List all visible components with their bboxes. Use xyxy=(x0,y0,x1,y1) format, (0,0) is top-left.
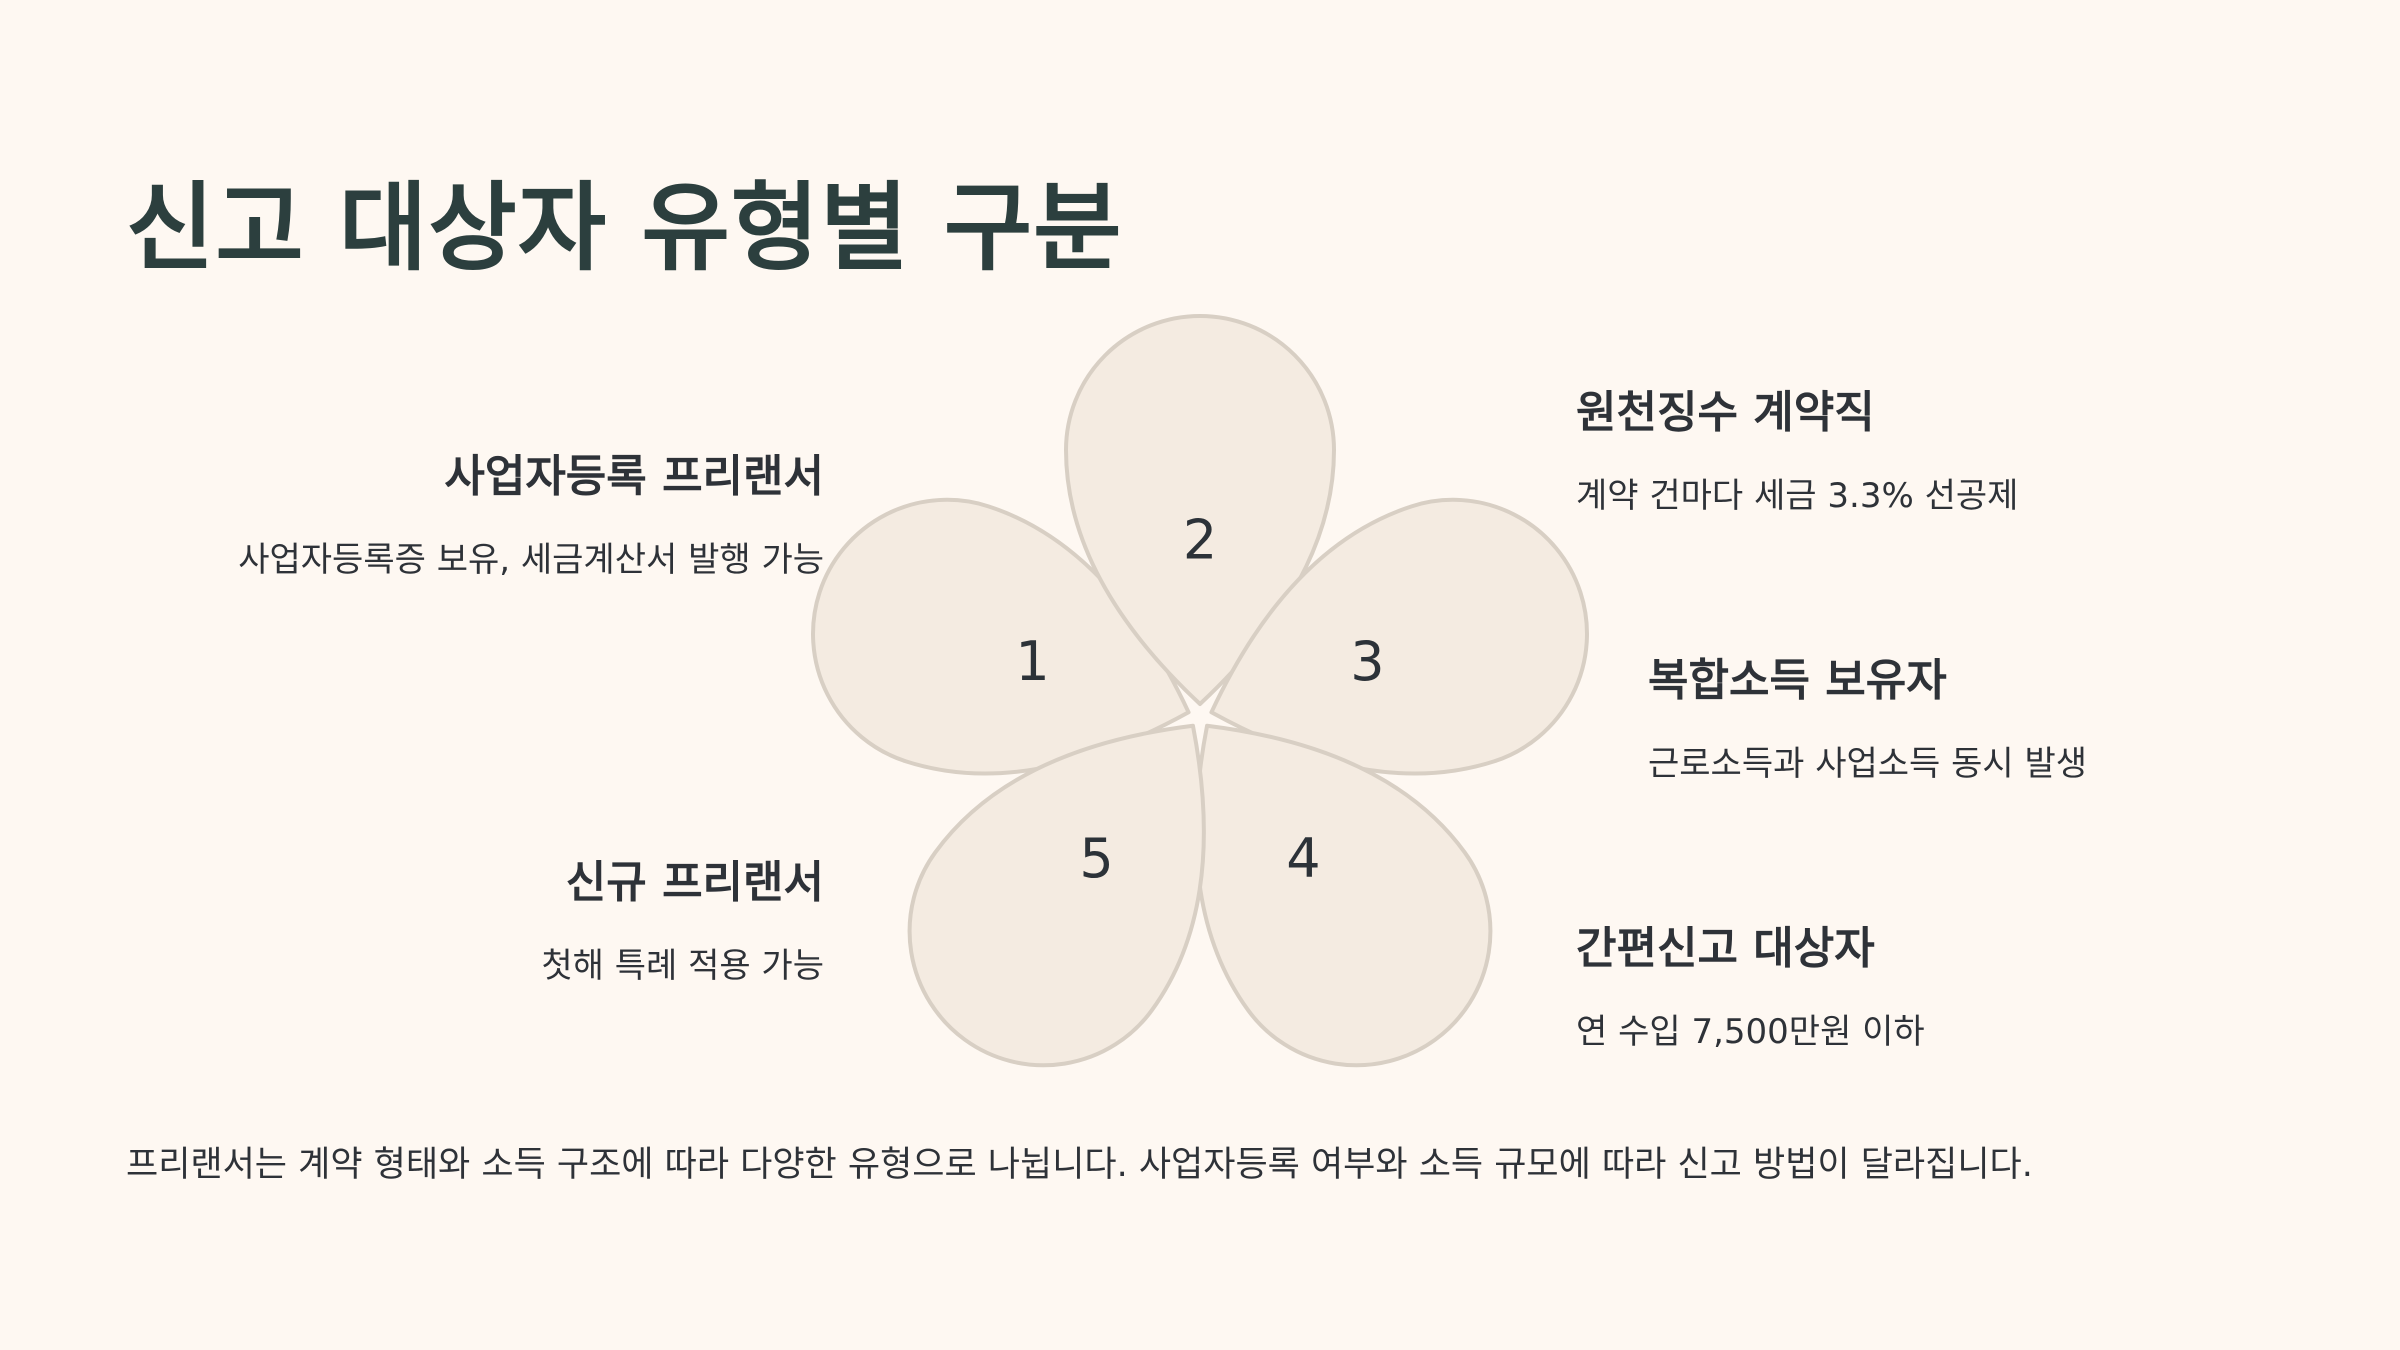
petal-4 xyxy=(1194,723,1493,1068)
petal-2-number: 2 xyxy=(1183,509,1217,572)
item-5-desc: 첫해 특례 적용 가능 xyxy=(541,946,824,986)
petal-5-number: 5 xyxy=(1079,827,1113,890)
item-3-title: 복합소득 보유자 xyxy=(1648,655,1947,706)
item-4-title: 간편신고 대상자 xyxy=(1576,923,1875,974)
petal-4-number: 4 xyxy=(1286,827,1320,890)
item-2-desc: 계약 건마다 세금 3.3% 선공제 xyxy=(1576,476,2019,516)
petal-1-number: 1 xyxy=(1015,630,1049,693)
item-1-title: 사업자등록 프리랜서 xyxy=(444,451,824,502)
petal-5 xyxy=(907,723,1206,1068)
item-5-title: 신규 프리랜서 xyxy=(565,857,824,908)
petal-3-number: 3 xyxy=(1350,630,1384,693)
item-4-label: 간편신고 대상자 연 수입 7,500만원 이하 xyxy=(1576,912,1925,1053)
petal-2 xyxy=(1064,314,1336,706)
item-2-title: 원천징수 계약직 xyxy=(1576,387,1875,438)
item-4-desc: 연 수입 7,500만원 이하 xyxy=(1576,1012,1925,1052)
item-1-desc: 사업자등록증 보유, 세금계산서 발행 가능 xyxy=(238,540,824,580)
petal-3 xyxy=(1209,497,1589,776)
footer-text: 프리랜서는 계약 형태와 소득 구조에 따라 다양한 유형으로 나뉩니다. 사업… xyxy=(126,1145,2033,1185)
item-5-label: 신규 프리랜서 첫해 특례 적용 가능 xyxy=(541,846,824,987)
item-3-desc: 근로소득과 사업소득 동시 발생 xyxy=(1648,744,2088,784)
page-title: 신고 대상자 유형별 구분 xyxy=(126,172,1123,284)
item-2-label: 원천징수 계약직 계약 건마다 세금 3.3% 선공제 xyxy=(1576,376,2018,517)
item-3-label: 복합소득 보유자 근로소득과 사업소득 동시 발생 xyxy=(1648,644,2087,785)
petal-1 xyxy=(810,497,1191,776)
item-1-label: 사업자등록 프리랜서 사업자등록증 보유, 세금계산서 발행 가능 xyxy=(238,440,824,581)
